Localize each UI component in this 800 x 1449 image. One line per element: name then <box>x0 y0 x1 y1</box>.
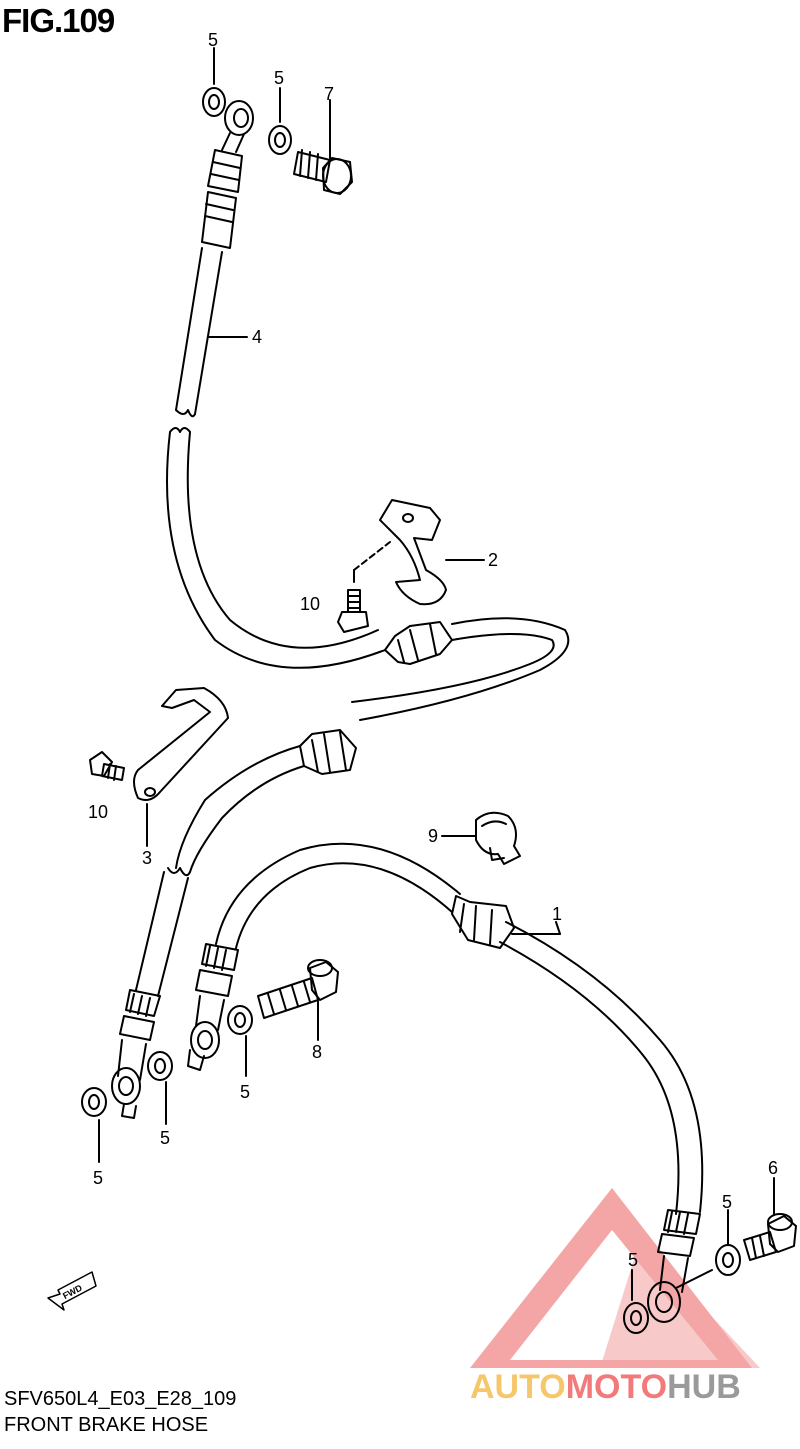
callout-2: 2 <box>488 550 498 570</box>
callout-9: 9 <box>428 826 438 846</box>
washer-5-bottom-right <box>715 1244 741 1276</box>
callout-5-bottom-right: 5 <box>722 1192 732 1212</box>
callout-3: 3 <box>142 848 152 868</box>
bolt-6 <box>715 1177 797 1276</box>
washer-5-lower-2 <box>147 1051 173 1081</box>
watermark-auto: AUTO <box>470 1368 566 1406</box>
callout-8: 8 <box>312 1042 322 1062</box>
bolt-8 <box>257 959 339 1041</box>
watermark-text: AUTOMOTOHUB <box>470 1368 741 1407</box>
bolt-10-upper <box>337 589 369 633</box>
bracket-3 <box>133 687 229 847</box>
callout-5-lower-1: 5 <box>93 1168 103 1188</box>
washer-5-mid <box>227 1005 253 1035</box>
callout-10-lower: 10 <box>88 802 108 822</box>
arrow-fwd-icon <box>47 1271 97 1311</box>
callout-1: 1 <box>552 904 562 924</box>
bracket-2 <box>353 499 485 606</box>
watermark-triangle <box>470 1188 760 1368</box>
callout-5-mid: 5 <box>240 1082 250 1102</box>
washer-top-left <box>202 87 226 117</box>
junction-lower <box>175 729 357 873</box>
callout-5-top-2: 5 <box>274 68 284 88</box>
figure-title: FIG.109 <box>2 2 115 39</box>
clamp-9 <box>441 811 521 865</box>
callout-6: 6 <box>768 1158 778 1178</box>
model-code: SFV650L4_E03_E28_109 <box>4 1388 237 1410</box>
bolt-10-lower <box>89 751 125 781</box>
callout-7: 7 <box>324 84 334 104</box>
hose-lower-left <box>81 867 191 1163</box>
washer-5-lower-1 <box>81 1087 107 1117</box>
callout-5-bottom-left: 5 <box>628 1250 638 1270</box>
callout-5-lower-2: 5 <box>160 1128 170 1148</box>
hose-4 <box>166 87 386 669</box>
washer-5-top <box>268 125 292 155</box>
fitting-top <box>207 149 243 193</box>
bolt-7 <box>213 47 353 195</box>
washer-5-bottom-left <box>623 1302 649 1334</box>
watermark-moto: MOTO <box>565 1368 668 1406</box>
watermark-hub: HUB <box>667 1368 741 1406</box>
junction-upper <box>351 617 570 721</box>
banjo-top <box>224 100 254 136</box>
hose-1 <box>187 842 713 1334</box>
callout-10-upper: 10 <box>300 594 320 614</box>
callout-4: 4 <box>252 327 262 347</box>
figure-name: FRONT BRAKE HOSE <box>4 1414 209 1436</box>
callout-5-top: 5 <box>208 30 218 50</box>
